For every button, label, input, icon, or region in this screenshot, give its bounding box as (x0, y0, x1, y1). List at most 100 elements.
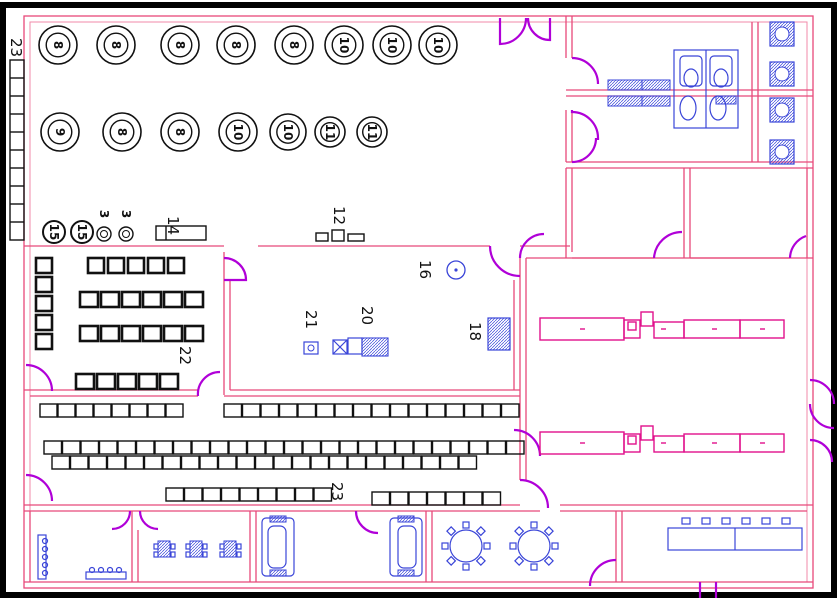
bench-cell (283, 440, 303, 455)
small-tank-label: 3 (97, 210, 111, 218)
label-panel: 18 (466, 322, 484, 341)
bench-cell (61, 440, 81, 455)
chair (475, 526, 486, 537)
tank: 8 (216, 25, 256, 65)
bench-cell (260, 403, 280, 418)
tank-label: 9 (53, 128, 67, 136)
toilet-block (607, 49, 739, 129)
small-tank: 15 (42, 220, 66, 244)
rack-cell (34, 256, 54, 275)
rack-cell (137, 372, 159, 391)
bench-cell (347, 455, 367, 470)
tank: 8 (160, 112, 200, 152)
bench-cell (421, 455, 441, 470)
tank: 10 (372, 25, 412, 65)
bench-cell (458, 455, 478, 470)
chair (509, 542, 517, 550)
chair (543, 555, 554, 566)
vent-fan-hub (774, 102, 790, 118)
bench-cell (172, 440, 192, 455)
label-rack: 22 (176, 346, 194, 365)
bench-cell (413, 440, 433, 455)
bench-cell (209, 440, 229, 455)
chair (483, 542, 491, 550)
rack-cell (166, 256, 186, 275)
tank-label: 10 (231, 124, 245, 141)
hatched-panel (487, 317, 511, 351)
bench-cell (165, 403, 184, 418)
bench-cell (265, 440, 285, 455)
lab-bench (640, 311, 654, 327)
rack-cell (34, 313, 54, 332)
bench-cell (315, 403, 335, 418)
tank: 11 (356, 116, 388, 148)
bench-cell (402, 455, 422, 470)
tank: 8 (274, 25, 314, 65)
tank-label: 8 (51, 41, 65, 49)
rack-cell (120, 290, 142, 309)
device-b (332, 337, 389, 357)
bench-cell (463, 491, 483, 506)
small-tank: 3 (96, 210, 112, 242)
bench-cell (291, 455, 311, 470)
bench-cell (106, 455, 126, 470)
bench-cell (165, 487, 185, 502)
rack-cell (78, 290, 100, 309)
tank: 8 (96, 25, 136, 65)
bench-cell (117, 440, 137, 455)
bench-cell (384, 455, 404, 470)
tank: 10 (418, 25, 458, 65)
bench-cell (199, 455, 219, 470)
tank-label: 10 (281, 124, 295, 141)
round-tables (441, 521, 559, 571)
bench-cell (39, 403, 58, 418)
bench-cell (125, 455, 145, 470)
rack-cell (146, 256, 166, 275)
tank: 10 (218, 112, 258, 152)
chair (446, 526, 457, 537)
bench-cell (180, 455, 200, 470)
bench-cell (450, 440, 470, 455)
tank-label: 8 (287, 41, 301, 49)
room-bottom-desks (153, 540, 242, 558)
bench-cell (276, 487, 296, 502)
bench-unit (155, 225, 207, 241)
rack-cell (162, 290, 184, 309)
bench-cell (191, 440, 211, 455)
bench-cell (487, 440, 507, 455)
bench-cell (352, 403, 372, 418)
bench-cell (302, 440, 322, 455)
bench-cell (154, 440, 174, 455)
rack-cell (99, 290, 121, 309)
chair (219, 551, 225, 558)
desk (189, 540, 203, 558)
label-wall-left: 23 (7, 38, 25, 57)
workbenches (39, 403, 525, 506)
bench-cell (254, 455, 274, 470)
device-a (303, 341, 319, 355)
label-device-b: 20 (358, 306, 376, 325)
chair (530, 521, 538, 529)
rack-cell (95, 372, 117, 391)
chair (170, 551, 176, 558)
chair (514, 555, 525, 566)
chair (530, 563, 538, 571)
lab-bench (739, 433, 785, 453)
bench-cell (143, 455, 163, 470)
bench-cell (431, 440, 451, 455)
vent-fan-hub (774, 144, 790, 160)
bench-cell (273, 455, 293, 470)
rack-cell (158, 372, 180, 391)
chair (236, 551, 242, 558)
desk (223, 540, 237, 558)
bench-cell (228, 440, 248, 455)
rack-cell (86, 256, 106, 275)
vent-fan-hub (774, 66, 790, 82)
chair (185, 543, 191, 550)
room-bottom-meeting (261, 515, 423, 577)
chair (202, 543, 208, 550)
